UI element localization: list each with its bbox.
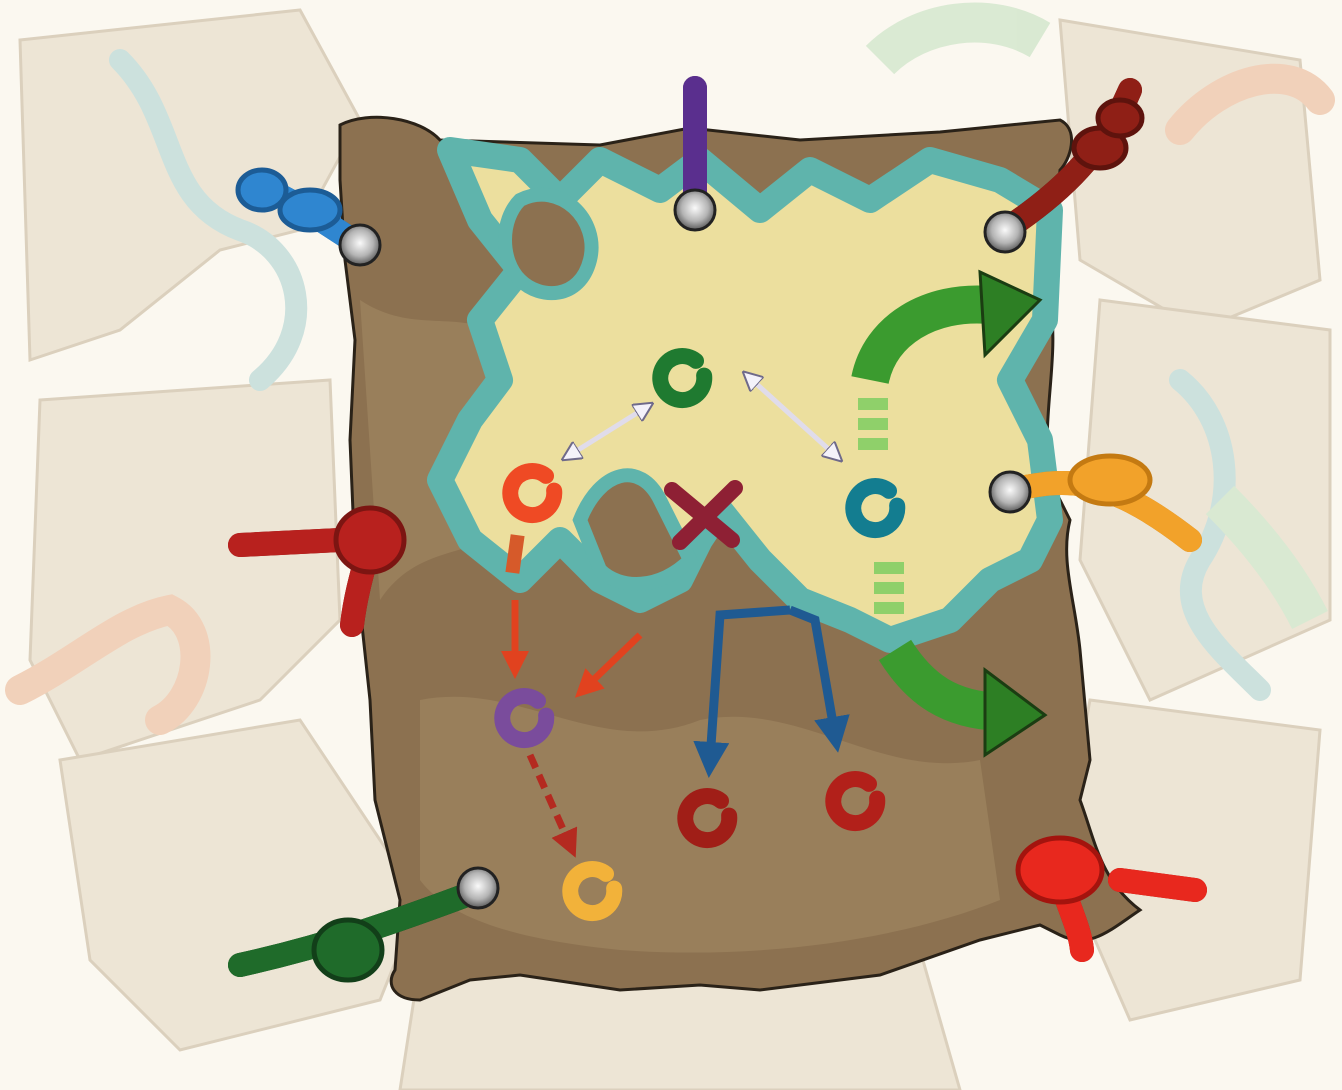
ghost-arrow-top: [880, 23, 1040, 60]
eyelet-bottom-left: [458, 868, 498, 908]
eyelet-top-left: [340, 225, 380, 265]
eyelet-top-right: [985, 212, 1025, 252]
lake: [505, 195, 592, 293]
eyelet-top-center: [675, 190, 715, 230]
eyelet-right: [990, 472, 1030, 512]
ghost-map-bottom-left: [60, 720, 420, 1050]
